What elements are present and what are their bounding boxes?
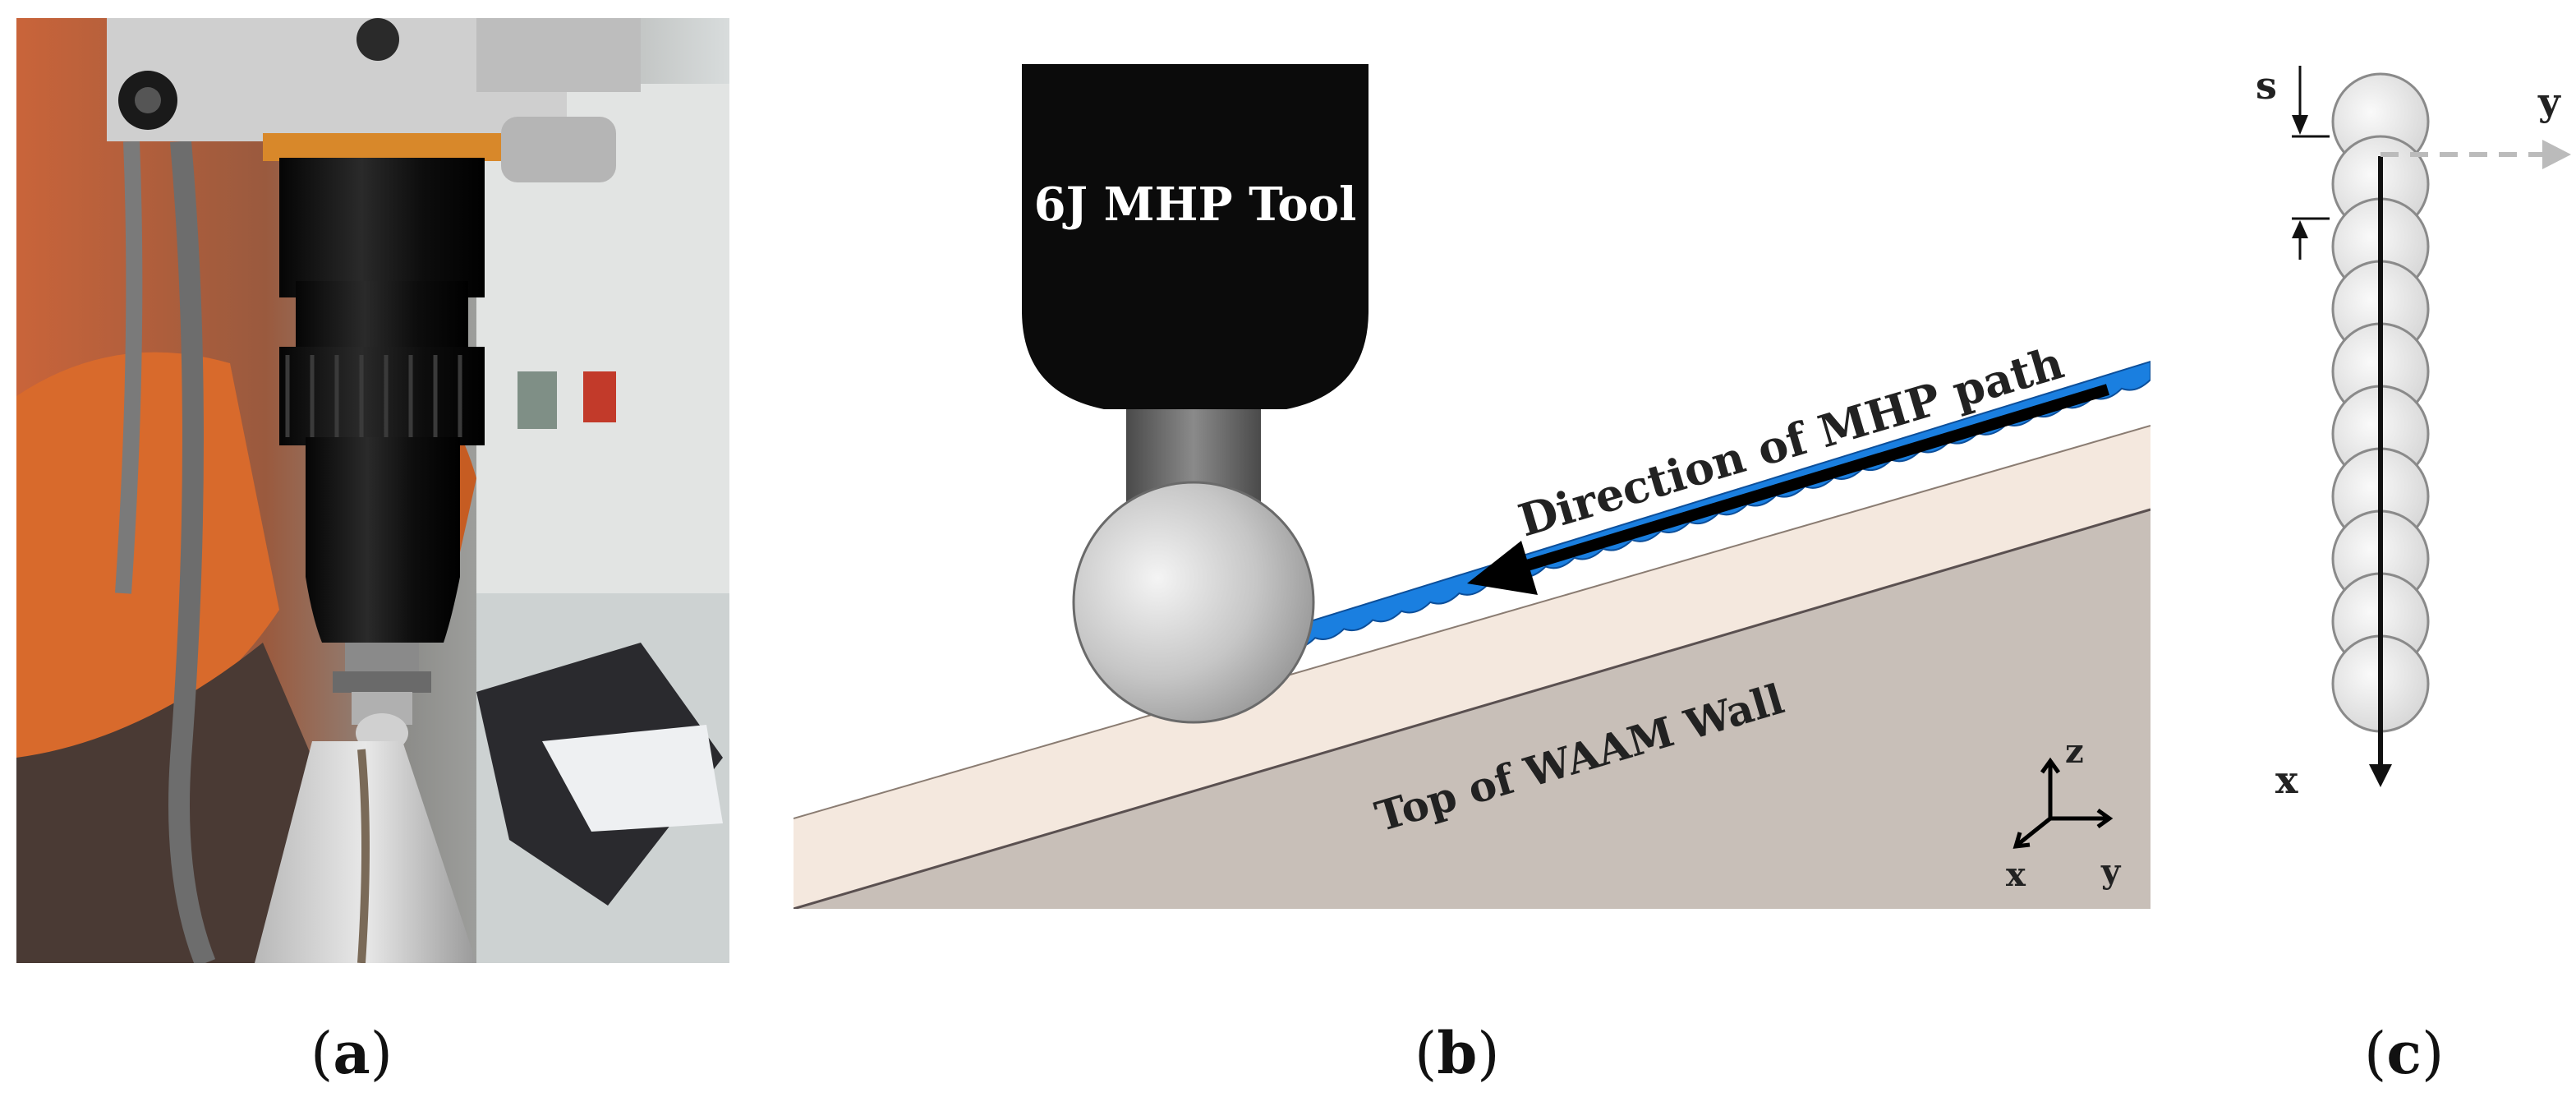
path-spacing-diagram: s y x: [2256, 63, 2571, 802]
direction-arrow-head: [1467, 541, 1538, 595]
mhp-schematic: 6J MHP Tool Direction of MHP path Top of…: [794, 64, 2150, 909]
schematic-panel-b: 6J MHP Tool Direction of MHP path Top of…: [794, 64, 2150, 909]
x-direction-head: [2369, 764, 2392, 787]
axis-x-label-c: x: [2275, 758, 2298, 802]
caption-b: (b): [1414, 1019, 1500, 1087]
axis-triad: [2012, 757, 2114, 849]
y-direction-head: [2542, 140, 2571, 169]
axis-z-label: z: [2065, 732, 2084, 771]
spacing-panel-c: s y x: [2210, 33, 2576, 822]
mhp-tool-photo: [16, 18, 729, 963]
tool-body: [1022, 64, 1368, 409]
ball-tip: [1072, 481, 1315, 724]
photo-panel-a: [16, 18, 729, 963]
axis-y-label-c: y: [2537, 80, 2561, 124]
step-label: s: [2256, 63, 2277, 108]
direction-arrow-line: [1497, 384, 2110, 579]
caption-c: (c): [2364, 1019, 2445, 1087]
tool-label: 6J MHP Tool: [1034, 177, 1357, 232]
axis-y-label: y: [2100, 852, 2122, 891]
axis-x-label: x: [2006, 855, 2026, 894]
wall-top-face: [794, 426, 2150, 909]
caption-a: (a): [310, 1019, 393, 1087]
